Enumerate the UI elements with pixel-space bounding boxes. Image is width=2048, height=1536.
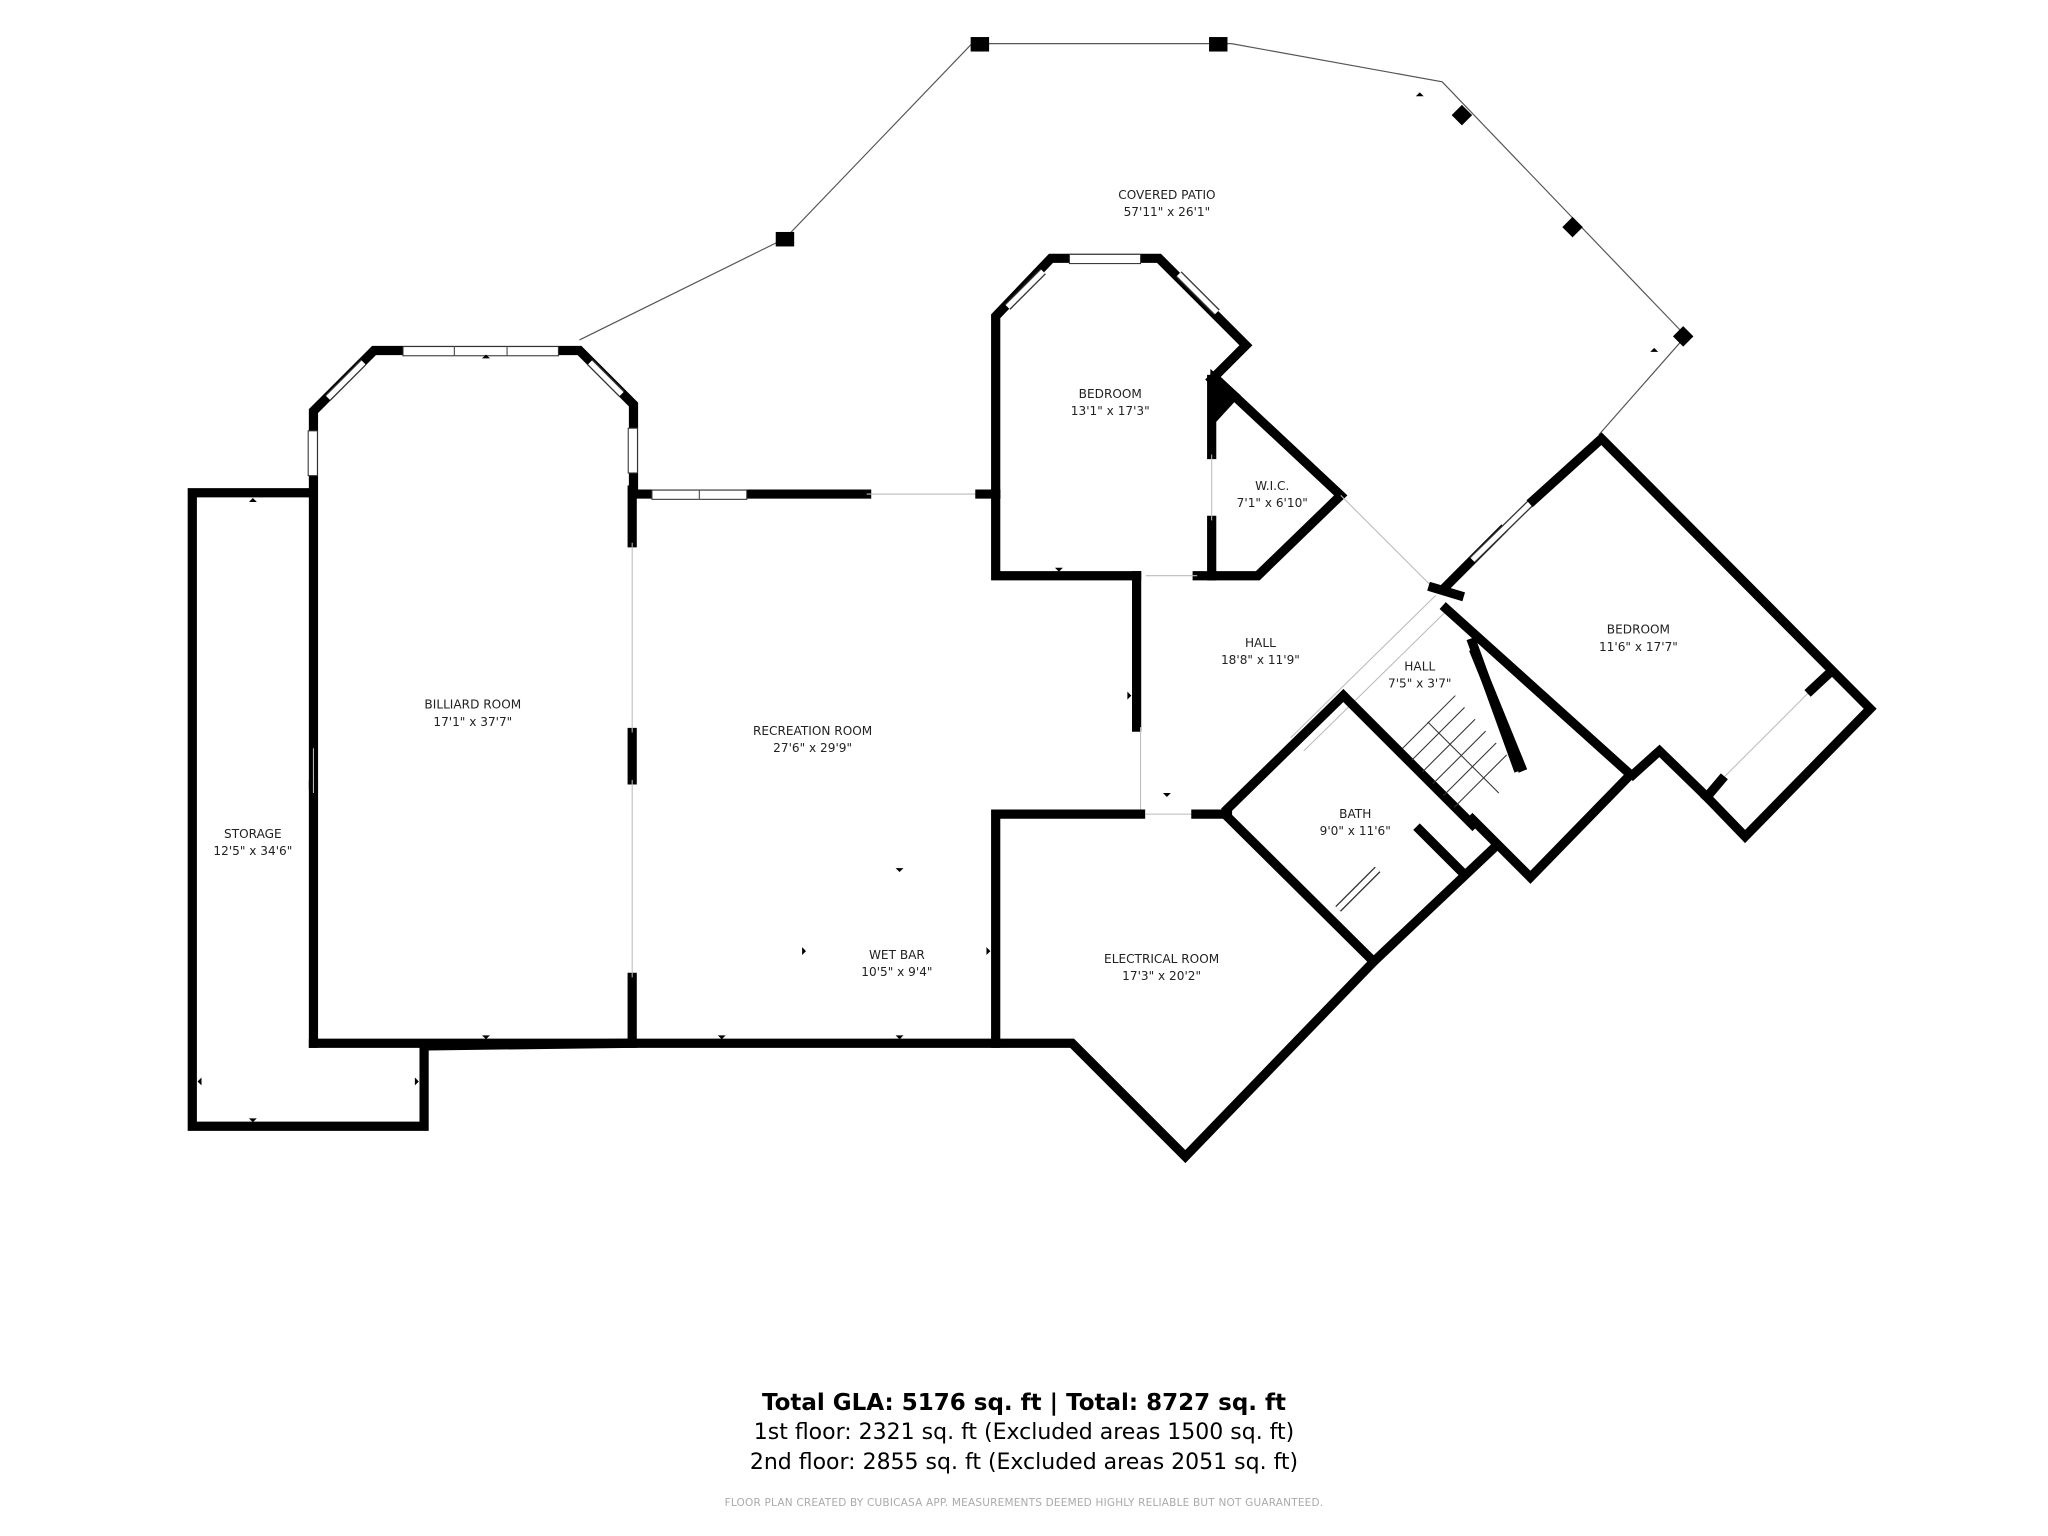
room-dimensions: 11'6" x 17'7": [1599, 640, 1678, 654]
room-dimensions: 12'5" x 34'6": [213, 844, 292, 858]
room-name: BEDROOM: [1079, 387, 1142, 401]
patio-column: [1451, 104, 1473, 126]
room-name: BEDROOM: [1607, 623, 1670, 637]
room-name: RECREATION ROOM: [753, 724, 872, 738]
room-name: WET BAR: [869, 948, 925, 962]
window: [402, 346, 559, 357]
patio-column: [1209, 37, 1228, 52]
room-name: STORAGE: [224, 827, 282, 841]
patio-column: [775, 231, 795, 247]
room-dimensions: 7'5" x 3'7": [1388, 677, 1451, 691]
patio-column: [970, 37, 990, 52]
room-name: W.I.C.: [1255, 479, 1289, 493]
room-dimensions: 57'11" x 26'1": [1124, 205, 1211, 219]
bath-walls: [1220, 689, 1501, 969]
electrical-room-walls: [991, 809, 1233, 1048]
staircase: [1336, 636, 1528, 832]
first-floor-area: 1st floor: 2321 sq. ft (Excluded areas 1…: [753, 1420, 1295, 1445]
covered-patio-outline: [579, 37, 1694, 436]
window: [1068, 253, 1142, 265]
room-name: ELECTRICAL ROOM: [1104, 952, 1219, 966]
disclaimer: FLOOR PLAN CREATED BY CUBICASA APP. MEAS…: [724, 1497, 1324, 1509]
room-dimensions: 17'1" x 37'7": [433, 715, 512, 729]
window: [627, 427, 638, 474]
room-dimensions: 9'0" x 11'6": [1320, 824, 1391, 838]
window: [307, 430, 318, 477]
room-name: BATH: [1339, 807, 1371, 821]
room-labels: COVERED PATIO 57'11" x 26'1" BEDROOM 13'…: [213, 188, 1677, 983]
bedroom-2-walls: [1427, 432, 1877, 884]
patio-column: [1562, 216, 1583, 238]
room-name: HALL: [1404, 660, 1435, 674]
patio-column: [1672, 326, 1694, 347]
hall-walls: [1131, 571, 1450, 815]
room-name: BILLIARD ROOM: [424, 698, 521, 712]
room-dimensions: 10'5" x 9'4": [861, 965, 932, 979]
bedroom-1-walls: [991, 253, 1253, 581]
room-dimensions: 27'6" x 29'9": [773, 741, 852, 755]
second-floor-area: 2nd floor: 2855 sq. ft (Excluded areas 2…: [749, 1450, 1299, 1475]
room-dimensions: 17'3" x 20'2": [1122, 969, 1201, 983]
room-name: HALL: [1245, 636, 1276, 650]
storage-walls: [187, 488, 429, 1131]
room-name: COVERED PATIO: [1118, 188, 1215, 202]
total-area-summary: Total GLA: 5176 sq. ft | Total: 8727 sq.…: [761, 1390, 1287, 1416]
dimension-markers: [197, 92, 1659, 1123]
room-dimensions: 18'8" x 11'9": [1221, 653, 1300, 667]
wic-walls: [1207, 368, 1434, 588]
room-dimensions: 7'1" x 6'10": [1237, 496, 1308, 510]
billiard-room-walls: [307, 345, 639, 1048]
room-dimensions: 13'1" x 17'3": [1071, 404, 1150, 418]
